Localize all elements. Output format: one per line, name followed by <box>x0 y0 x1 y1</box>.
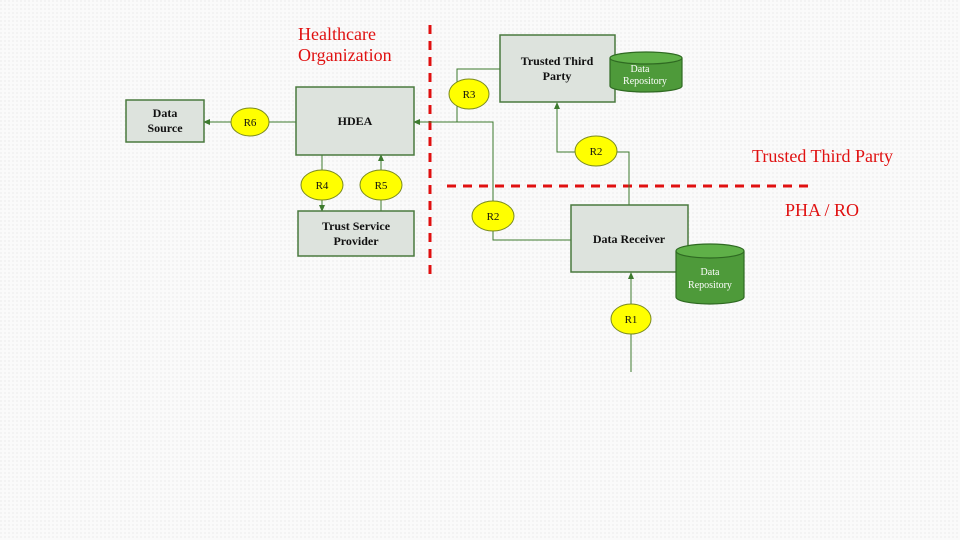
ttp-data-repository: Data Repository <box>609 51 683 93</box>
region-label-trusted-third-party: Trusted Third Party <box>752 146 893 166</box>
region-label-healthcare-line2: Organization <box>298 45 392 65</box>
region-label-healthcare-line1: Healthcare <box>298 24 376 44</box>
relation-r2-left-label: R2 <box>487 211 500 223</box>
region-label-pha-ro: PHA / RO <box>785 200 859 220</box>
relation-r2-right: R2 <box>574 135 618 167</box>
relation-r6-label: R6 <box>244 117 257 129</box>
data-source-label-line2: Source <box>147 121 183 135</box>
relation-r6: R6 <box>230 107 270 137</box>
relation-r1: R1 <box>610 303 652 335</box>
relation-r4: R4 <box>300 169 344 201</box>
relation-r2-left: R2 <box>471 200 515 232</box>
receiver-repo-label-line1: Data <box>701 267 720 278</box>
trust-service-label-line1: Trust Service <box>322 219 391 233</box>
relation-r3-label: R3 <box>463 89 476 101</box>
data-receiver-label: Data Receiver <box>593 232 666 246</box>
ttp-repo-label-line2: Repository <box>623 76 667 87</box>
hdea-box: HDEA <box>295 86 415 156</box>
relation-r3: R3 <box>448 78 490 110</box>
trusted-third-party-box: Trusted Third Party <box>499 34 616 103</box>
data-receiver-box: Data Receiver <box>570 204 689 273</box>
trust-service-provider-box: Trust Service Provider <box>297 210 415 257</box>
data-source-box: Data Source <box>125 99 205 143</box>
relation-r5-label: R5 <box>375 180 388 192</box>
data-source-label-line1: Data <box>153 106 178 120</box>
connector-r2-left <box>414 121 571 241</box>
ttp-label-line2: Party <box>543 69 572 83</box>
receiver-repo-label-line2: Repository <box>688 280 732 291</box>
relation-r1-label: R1 <box>625 314 638 326</box>
receiver-data-repository: Data Repository <box>675 243 745 305</box>
relation-r2-right-label: R2 <box>590 146 603 158</box>
trust-service-label-line2: Provider <box>333 234 379 248</box>
ttp-label-line1: Trusted Third <box>521 54 594 68</box>
ttp-repo-label-line1: Data <box>631 64 650 75</box>
relation-r4-label: R4 <box>316 180 329 192</box>
relation-r5: R5 <box>359 169 403 201</box>
hdea-label: HDEA <box>338 114 373 128</box>
